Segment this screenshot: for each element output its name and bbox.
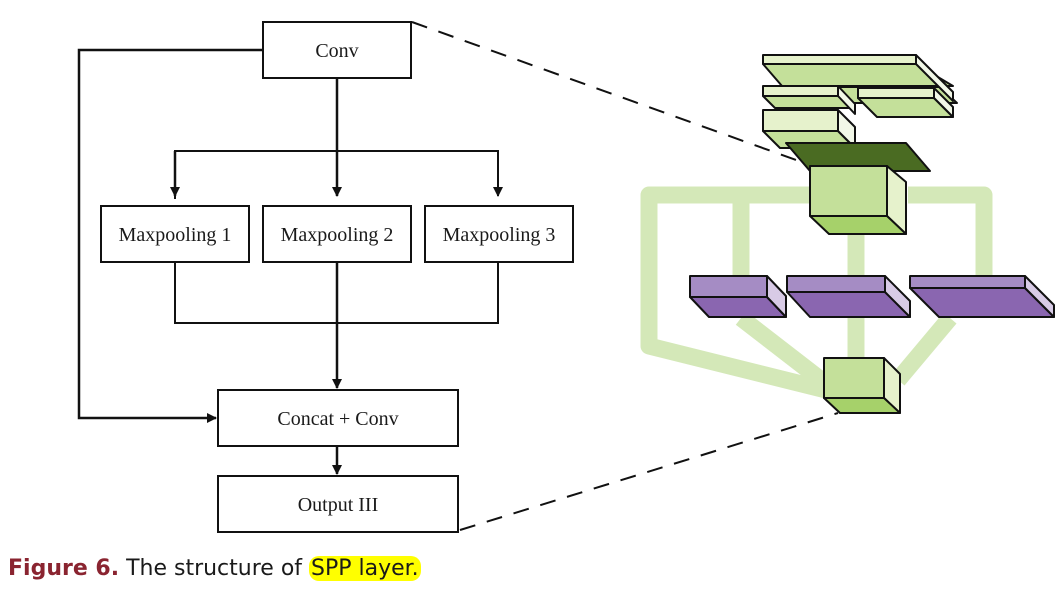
maxpool1-box <box>100 205 250 263</box>
maxpool2-label: Maxpooling 2 <box>281 224 394 246</box>
concat-label: Concat + Conv <box>277 408 398 430</box>
skip-connection-arrow <box>77 48 263 423</box>
maxpool2-box <box>262 205 412 263</box>
zoom-line-top <box>411 21 811 166</box>
output-box <box>217 475 459 533</box>
output-cube <box>823 357 901 414</box>
green-connectors <box>640 186 993 402</box>
spp-illustration <box>640 54 1055 414</box>
concat-box <box>217 389 459 447</box>
input-feature-plates <box>762 54 958 149</box>
maxpool3-label: Maxpooling 3 <box>443 224 556 246</box>
zoom-line-bottom <box>459 412 839 531</box>
conv-label: Conv <box>315 40 358 62</box>
maxpool-plate-3 <box>909 275 1055 318</box>
figure-label: Figure 6. <box>8 556 120 581</box>
caption-text: The structure of <box>119 556 310 581</box>
maxpool1-label: Maxpooling 1 <box>119 224 232 246</box>
conv-cube <box>809 165 907 235</box>
maxpool-plate-2 <box>786 275 911 318</box>
spp-diagram: Conv Maxpooling 1 Maxpooling 2 Maxpoolin… <box>77 21 1055 533</box>
figure-caption: Figure 6. The structure of SPP layer. <box>8 556 421 581</box>
flowchart <box>77 21 574 533</box>
maxpool3-box <box>424 205 574 263</box>
highlighted-text: SPP layer. <box>309 556 421 581</box>
output-label: Output III <box>298 494 379 516</box>
maxpool-plate-1 <box>689 275 787 318</box>
dark-green-plate <box>785 142 931 172</box>
conv-box <box>262 21 412 79</box>
